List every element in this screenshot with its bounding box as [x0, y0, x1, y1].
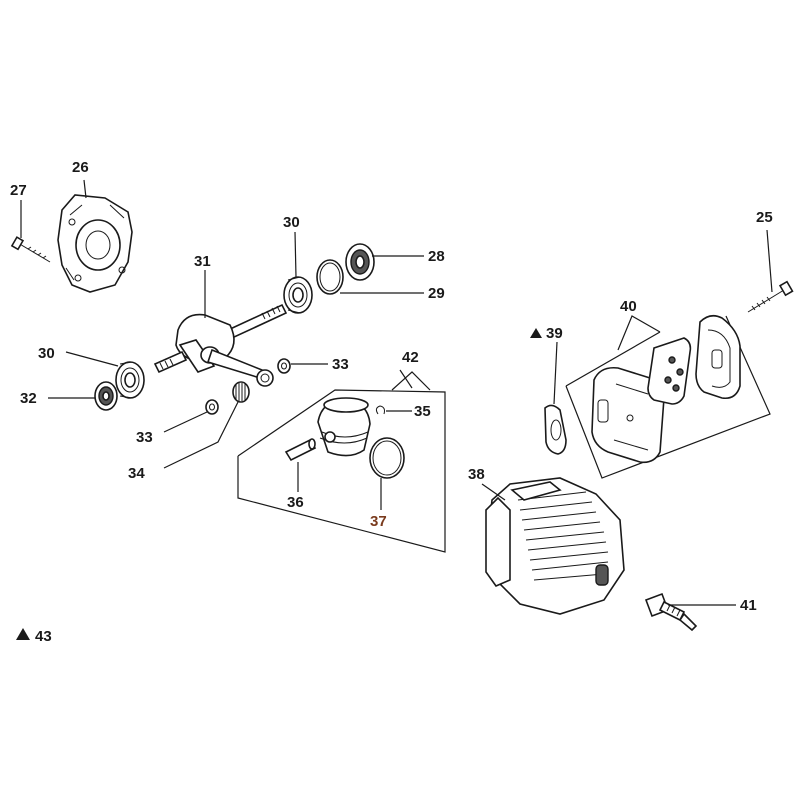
part-40-muffler-cover[interactable]	[695, 314, 741, 400]
part-28-seal[interactable]	[345, 243, 375, 281]
callout-33-right: 33	[332, 356, 349, 373]
callout-30-lower: 30	[38, 345, 55, 362]
part-32-seal[interactable]	[94, 381, 118, 411]
callout-42: 42	[402, 349, 419, 366]
part-40-muffler-body[interactable]	[591, 366, 665, 464]
callout-30-top: 30	[283, 214, 300, 231]
group-40-bracket	[565, 315, 771, 479]
part-41-spark-plug[interactable]	[644, 592, 698, 632]
part-38-cylinder[interactable]	[485, 477, 625, 615]
callout-33-left: 33	[136, 429, 153, 446]
part-35-clip[interactable]	[375, 405, 385, 415]
group-42-bracket	[237, 369, 446, 553]
part-33-washer-right[interactable]	[277, 358, 291, 374]
callout-27: 27	[10, 182, 27, 199]
part-36-piston-pin[interactable]	[284, 438, 317, 462]
part-27-bolt[interactable]	[10, 236, 51, 263]
part-37-piston-ring[interactable]	[369, 437, 405, 479]
part-piston[interactable]	[317, 397, 371, 457]
callout-39: 39	[546, 325, 563, 342]
callout-29: 29	[428, 285, 445, 302]
callout-41: 41	[740, 597, 757, 614]
part-29-circlip[interactable]	[316, 259, 344, 295]
callout-35: 35	[414, 403, 431, 420]
part-39-gasket[interactable]	[544, 404, 567, 455]
part-26-crankcase[interactable]	[57, 194, 133, 293]
part-30-bearing-lower[interactable]	[115, 361, 145, 399]
part-31-crankshaft[interactable]	[153, 303, 288, 387]
triangle-marker-43	[16, 628, 30, 640]
callout-26: 26	[72, 159, 89, 176]
callout-32: 32	[20, 390, 37, 407]
part-33-washer-left[interactable]	[205, 399, 219, 415]
callout-40: 40	[620, 298, 637, 315]
callout-31: 31	[194, 253, 211, 270]
callout-37: 37	[370, 513, 387, 530]
callout-25: 25	[756, 209, 773, 226]
part-34-needle-bearing[interactable]	[232, 381, 250, 403]
callout-38: 38	[468, 466, 485, 483]
callout-43: 43	[35, 628, 52, 645]
callout-28: 28	[428, 248, 445, 265]
callout-36: 36	[287, 494, 304, 511]
part-30-bearing-top[interactable]	[283, 276, 313, 314]
part-25-bolt[interactable]	[747, 280, 794, 313]
callout-34: 34	[128, 465, 145, 482]
triangle-marker-39	[530, 328, 542, 338]
part-40-muffler-plate[interactable]	[647, 337, 692, 405]
